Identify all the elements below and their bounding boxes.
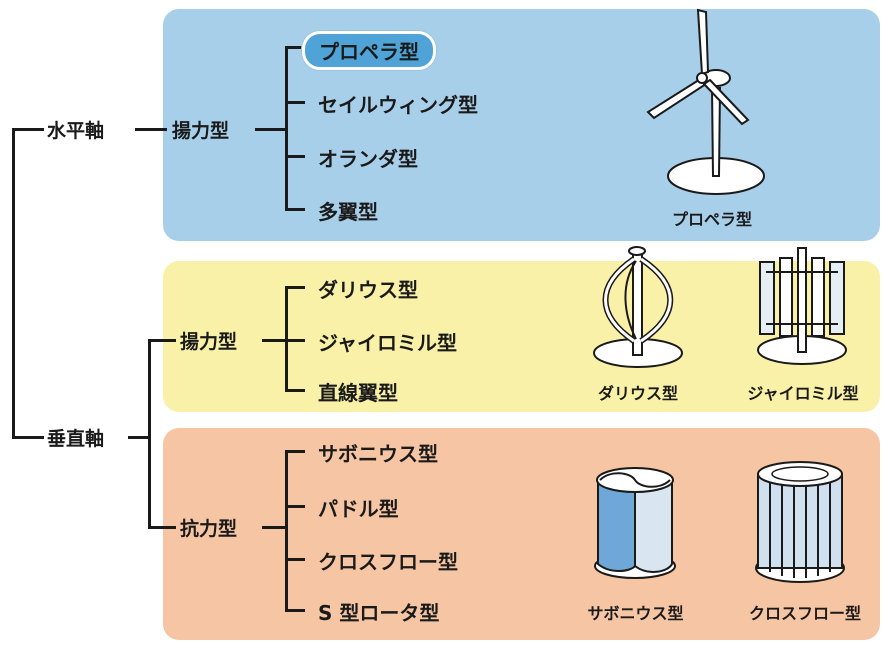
item-propeller-highlighted: プロペラ型 (302, 31, 436, 70)
propeller-caption: プロペラ型 (671, 210, 752, 229)
propeller-turbine-icon (646, 8, 765, 195)
item-paddle: パドル型 (318, 497, 399, 521)
h-item-tick (285, 208, 305, 211)
vl-item-tick (285, 286, 305, 289)
h-item-tick (285, 155, 305, 158)
crossflow-caption: クロスフロー型 (748, 604, 861, 623)
horizontal-lift-category: 揚力型 (172, 120, 230, 142)
v-to-drag-line (148, 526, 176, 529)
darrieus-caption: ダリウス型 (597, 384, 678, 403)
horizontal-axis-panel (163, 9, 880, 241)
h-axis-to-cat-line (135, 128, 167, 131)
gyromill-turbine-icon (757, 247, 847, 365)
vertical-drag-category: 抗力型 (180, 518, 238, 540)
h-item-tick (285, 46, 305, 49)
vl-item-tick (285, 339, 305, 342)
crossflow-turbine-icon (755, 461, 845, 583)
v-axis-vertical-line (148, 339, 151, 527)
vertical-axis-label: 垂直軸 (47, 428, 105, 450)
vd-item-tick (285, 558, 305, 561)
root-vertical-line (12, 128, 15, 438)
item-straight-blade: 直線翼型 (318, 381, 398, 405)
savonius-caption: サボニウス型 (587, 604, 684, 623)
item-savonius: サボニウス型 (318, 442, 438, 466)
h-cat-stub-line (255, 128, 287, 131)
vd-item-tick (285, 609, 305, 612)
horizontal-axis-label: 水平軸 (47, 120, 105, 142)
v-axis-branch-line (128, 436, 150, 439)
root-to-vertical-line (12, 436, 44, 439)
root-to-horizontal-line (12, 128, 44, 131)
savonius-turbine-icon (594, 467, 676, 579)
v-to-lift-line (148, 339, 176, 342)
item-dutch: オランダ型 (318, 147, 418, 171)
item-gyromill: ジャイロミル型 (318, 331, 457, 355)
vd-cat-stub-line (262, 526, 288, 529)
item-s-rotor: S 型ロータ型 (318, 601, 440, 625)
vl-item-tick (285, 389, 305, 392)
h-item-tick (285, 101, 305, 104)
item-crossflow: クロスフロー型 (318, 550, 458, 574)
gyromill-caption: ジャイロミル型 (747, 384, 859, 403)
vd-item-tick (285, 450, 305, 453)
item-multiblade: 多翼型 (318, 200, 378, 224)
vd-items-vertical-line (285, 450, 288, 612)
darrieus-turbine-icon (593, 246, 683, 368)
vertical-lift-category: 揚力型 (180, 331, 238, 353)
item-sailwing: セイルウィング型 (318, 93, 478, 117)
vd-item-tick (285, 505, 305, 508)
h-items-vertical-line (285, 46, 288, 211)
vl-cat-stub-line (262, 339, 288, 342)
item-darrieus: ダリウス型 (318, 278, 418, 302)
